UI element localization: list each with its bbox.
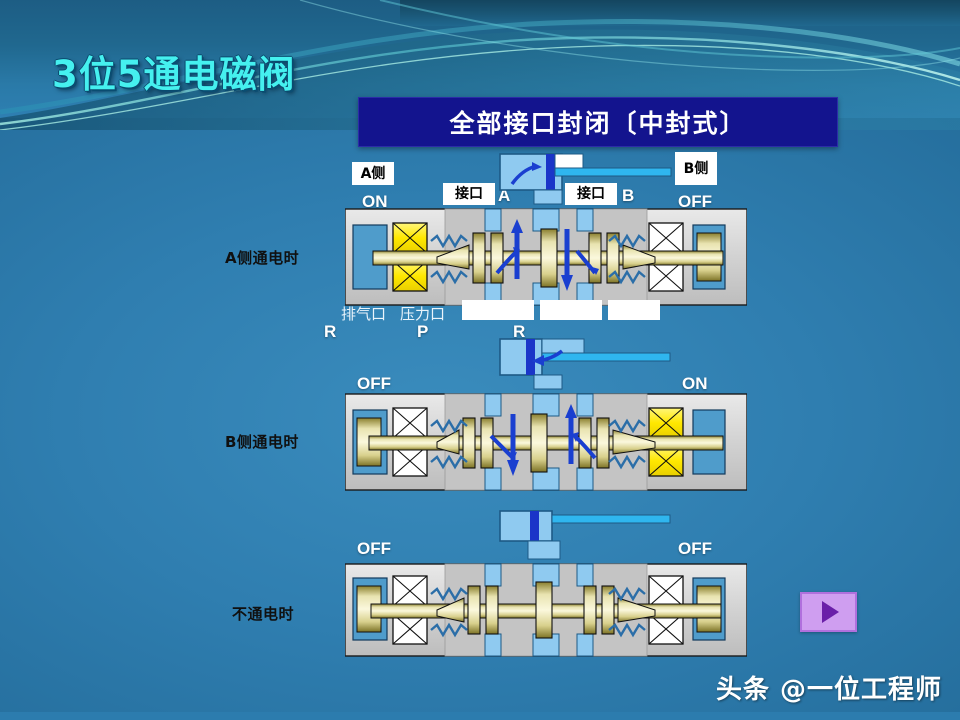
port-b-letter: B [622, 186, 635, 205]
callout-a-side-text: A侧 [360, 165, 386, 182]
page-title: 3位5通电磁阀 [52, 53, 296, 96]
overlay-patch-2 [540, 300, 602, 320]
row2-left-state: OFF [357, 374, 391, 393]
valve-diagram-deenergized [345, 563, 747, 657]
valve-diagram-a-energized [345, 208, 747, 306]
row1-right-state: OFF [678, 192, 712, 211]
play-button[interactable] [800, 592, 857, 632]
overlay-patch-1 [462, 300, 534, 320]
row-label-a-energized: A侧通电时 [225, 249, 300, 267]
label-pressure-port: 压力口 [400, 305, 446, 323]
callout-port-b-text: 接口 [577, 186, 605, 202]
play-icon [821, 601, 839, 623]
banner-heading: 全部接口封闭〔中封式〕 [358, 97, 838, 147]
row1-left-state: ON [362, 192, 388, 211]
callout-b-side-text: B侧 [683, 160, 709, 177]
actuator-cylinder-row1 [499, 153, 672, 205]
row2-right-state: ON [682, 374, 708, 393]
port-p: P [417, 322, 429, 341]
row3-left-state: OFF [357, 539, 391, 558]
callout-b-side: B侧 [675, 152, 717, 185]
callout-port-a: 接口 [443, 183, 495, 205]
actuator-cylinder-row3 [499, 510, 671, 560]
callout-port-a-text: 接口 [455, 186, 483, 202]
row-label-b-energized: B侧通电时 [225, 433, 299, 451]
row-label-deenergized: 不通电时 [232, 605, 295, 623]
row3-right-state: OFF [678, 539, 712, 558]
valve-diagram-b-energized [345, 393, 747, 491]
watermark-text: 头条 @一位工程师 [715, 675, 942, 705]
port-r-left: R [324, 322, 337, 341]
port-r-right: R [513, 322, 526, 341]
banner-heading-text: 全部接口封闭〔中封式〕 [449, 109, 747, 138]
callout-a-side: A侧 [352, 162, 394, 185]
bottom-bar [0, 712, 960, 720]
actuator-cylinder-row2 [499, 338, 671, 390]
callout-port-b: 接口 [565, 183, 617, 205]
overlay-patch-3 [608, 300, 660, 320]
label-exhaust-port: 排气口 [341, 305, 387, 323]
